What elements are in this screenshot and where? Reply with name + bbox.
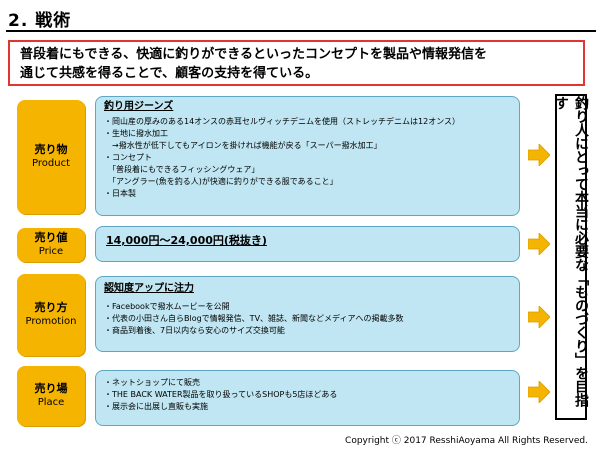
price-range: 14,000円～24,000円(税抜き) — [106, 234, 267, 247]
promotion-label-en: Promotion — [25, 316, 77, 327]
product-line: →撥水性が低下してもアイロンを掛ければ機能が戻る「スーパー撥水加工」 — [104, 141, 382, 150]
product-line: ・コンセプト — [104, 153, 152, 162]
place-label-box: 売り場 Place — [17, 366, 85, 426]
concept-line-2: 通じて共感を得ることで、顧客の支持を得ている。 — [20, 66, 319, 81]
promotion-content-box: 認知度アップに注力 ・Facebookで撥水ムービーを公開 ・代表の小田さん自ら… — [95, 276, 520, 352]
page-title: 2. 戦術 — [8, 11, 72, 31]
place-line: ・THE BACK WATER製品を取り扱っているSHOPも5店ほどある — [104, 390, 338, 399]
promotion-line: ・商品到着後、7日以内なら安心のサイズ交換可能 — [104, 326, 285, 335]
title-divider — [6, 30, 596, 32]
product-line: ・生地に撥水加工 — [104, 129, 168, 138]
product-line: 「普段着にもできるフィッシングウェア」 — [104, 165, 260, 174]
promotion-heading: 認知度アップに注力 — [104, 283, 194, 294]
promotion-label-jp: 売り方 — [34, 301, 68, 314]
place-arrow-icon — [528, 381, 550, 403]
place-label-en: Place — [37, 397, 65, 408]
product-content-box: 釣り用ジーンズ ・岡山産の厚みのある14オンスの赤耳セルヴィッチデニムを使用（ス… — [95, 96, 520, 216]
product-line: 「アングラー(魚を釣る人)が快適に釣りができる服であること」 — [104, 177, 338, 186]
product-line: ・岡山産の厚みのある14オンスの赤耳セルヴィッチデニムを使用（ストレッチデニムは… — [104, 117, 461, 126]
product-label-box: 売り物 Product — [17, 100, 85, 214]
place-content-box: ・ネットショップにて販売 ・THE BACK WATER製品を取り扱っているSH… — [95, 370, 520, 426]
product-line: ・日本製 — [104, 189, 136, 198]
place-line: ・展示会に出展し直販も実施 — [104, 402, 208, 411]
place-label-jp: 売り場 — [34, 382, 68, 395]
promotion-label-box: 売り方 Promotion — [17, 274, 85, 356]
vertical-statement: 釣り人にとって本当に必要な「ものづくり」を目指す — [553, 94, 589, 420]
copyright: Copyright ⓒ 2017 ResshiAoyama All Rights… — [345, 436, 588, 446]
promotion-line: ・Facebookで撥水ムービーを公開 — [104, 302, 230, 311]
price-label-en: Price — [38, 246, 64, 257]
promotion-line: ・代表の小田さん自らBlogで情報発信、TV、雑誌、新聞などメディアへの掲載多数 — [104, 314, 404, 323]
concept-line-1: 普段着にもできる、快適に釣りができるといったコンセプトを製品や情報発信を — [20, 47, 487, 62]
promotion-arrow-icon — [528, 306, 550, 328]
price-arrow-icon — [528, 233, 550, 255]
price-label-box: 売り値 Price — [17, 228, 85, 262]
place-line: ・ネットショップにて販売 — [104, 378, 200, 387]
product-arrow-icon — [528, 144, 550, 166]
concept-box: 普段着にもできる、快適に釣りができるといったコンセプトを製品や情報発信を 通じて… — [8, 40, 585, 86]
product-label-en: Product — [32, 158, 70, 169]
price-label-jp: 売り値 — [34, 231, 68, 244]
product-heading: 釣り用ジーンズ — [104, 101, 174, 112]
product-label-jp: 売り物 — [34, 143, 68, 156]
price-content-box: 14,000円～24,000円(税抜き) — [95, 226, 520, 262]
